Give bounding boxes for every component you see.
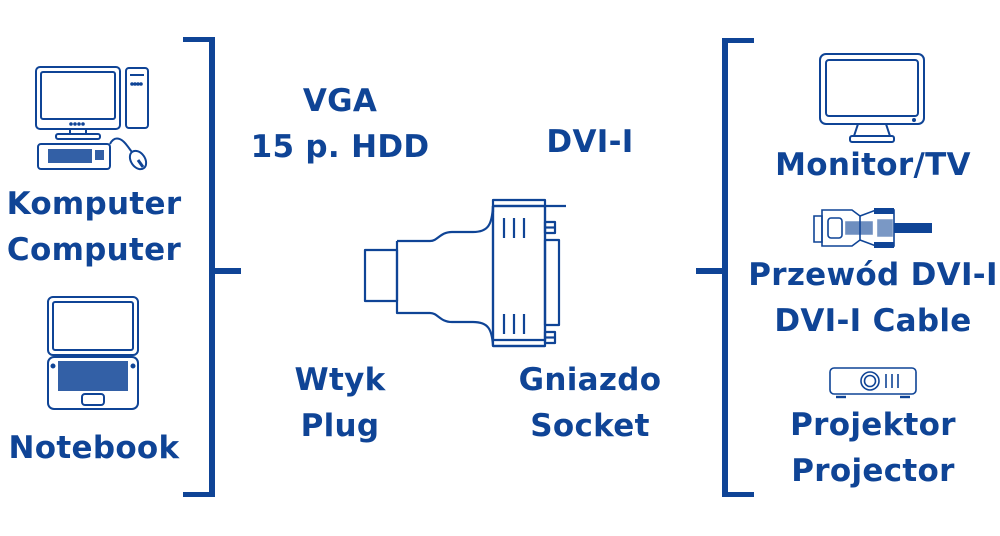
plug-label: Wtyk Plug xyxy=(260,357,420,449)
left-bracket-top xyxy=(183,37,215,42)
monitor-icon xyxy=(818,52,928,144)
computer-label-pl: Komputer xyxy=(6,186,182,222)
computer-label-en: Computer xyxy=(6,232,182,268)
dvi-cable-label-pl: Przewód DVI-I xyxy=(748,257,998,293)
dvi-cable-label: Przewód DVI-I DVI-I Cable xyxy=(740,252,1000,344)
left-bracket-tick xyxy=(209,268,241,274)
right-bracket-tick xyxy=(696,268,726,274)
notebook-label-text: Notebook xyxy=(8,430,180,466)
desktop-computer-icon xyxy=(34,64,160,172)
socket-label-en: Socket xyxy=(530,408,650,444)
plug-label-en: Plug xyxy=(300,408,380,444)
right-bracket-bottom xyxy=(722,492,754,497)
projector-label: Projektor Projector xyxy=(760,402,986,494)
monitor-label-text: Monitor/TV xyxy=(775,147,971,183)
right-bracket-spine xyxy=(722,38,728,497)
plug-connector-type-label: VGA 15 p. HDD xyxy=(240,78,440,170)
left-bracket-spine xyxy=(209,37,215,497)
plug-connector-type-line2: 15 p. HDD xyxy=(250,129,430,165)
socket-label: Gniazdo Socket xyxy=(500,357,680,449)
dvi-cable-icon xyxy=(812,208,932,248)
socket-connector-type-label: DVI-I xyxy=(520,119,660,165)
notebook-label: Notebook xyxy=(0,425,188,471)
vga-to-dvi-adapter-icon xyxy=(360,200,565,346)
right-bracket-top xyxy=(722,38,754,43)
dvi-cable-label-en: DVI-I Cable xyxy=(774,303,972,339)
monitor-label: Monitor/TV xyxy=(760,142,986,188)
computer-label: Komputer Computer xyxy=(0,181,188,273)
plug-connector-type-line1: VGA xyxy=(302,83,378,119)
socket-label-pl: Gniazdo xyxy=(518,362,662,398)
left-bracket-bottom xyxy=(183,492,215,497)
projector-label-en: Projector xyxy=(791,453,955,489)
plug-label-pl: Wtyk xyxy=(294,362,386,398)
projector-label-pl: Projektor xyxy=(790,407,956,443)
laptop-icon xyxy=(46,295,140,411)
projector-icon xyxy=(828,366,918,400)
socket-connector-type-line1: DVI-I xyxy=(546,124,634,160)
